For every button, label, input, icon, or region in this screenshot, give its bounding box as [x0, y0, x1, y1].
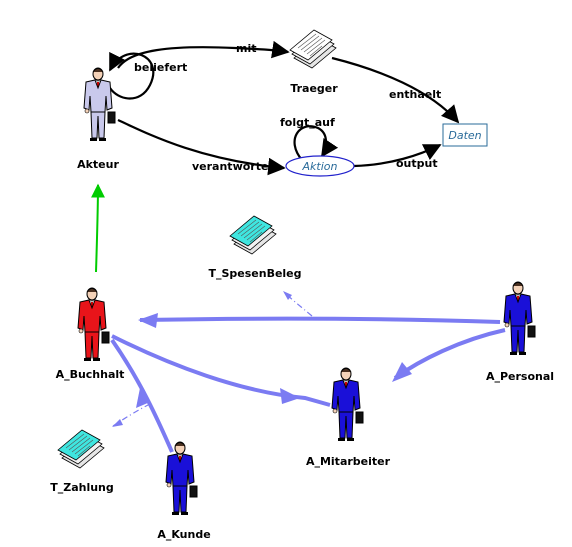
a-mitarbeiter-label: A_Mitarbeiter	[306, 455, 391, 468]
aktion-node-shape[interactable]	[285, 155, 355, 177]
flow-personal-buchhalt-arrowhead	[138, 313, 158, 328]
a-personal-node-icon[interactable]	[503, 281, 536, 356]
a-buchhalt-node-icon[interactable]	[77, 287, 110, 362]
meta-model	[83, 29, 488, 177]
a-kunde-node-icon[interactable]	[165, 441, 198, 516]
a-kunde-label: A_Kunde	[157, 528, 210, 541]
verantwortet-label: verantwortet	[192, 160, 274, 173]
folgt-auf-label: folgt_auf	[280, 116, 335, 129]
flow-buchhalt-mitarbeiter-arrowhead	[280, 388, 300, 404]
t-spesenbeleg-node-icon[interactable]	[229, 215, 277, 255]
enthaelt-label: enthaelt	[389, 88, 441, 101]
edge-instance-of	[90, 183, 105, 273]
t-spesenbeleg-label: T_SpesenBeleg	[208, 267, 301, 280]
a-mitarbeiter-node-icon[interactable]	[331, 367, 364, 442]
mit-label: mit	[236, 42, 257, 55]
daten-label: Daten	[448, 129, 481, 142]
a-personal-label: A_Personal	[486, 370, 554, 383]
edge-enthaelt	[331, 56, 460, 124]
flow-personal-mitarbeiter-arrowhead	[392, 362, 412, 382]
dashed-zahlung-arrowhead	[112, 419, 123, 427]
flow-personal-buchhalt	[139, 316, 501, 324]
dashed-spesenbeleg-link	[283, 291, 313, 317]
flow-kunde-buchhalt-arrowhead	[136, 388, 150, 408]
akteur-label: Akteur	[77, 158, 119, 171]
t-zahlung-node-icon[interactable]	[57, 429, 105, 469]
output-label: output	[396, 157, 438, 170]
akteur-node-icon[interactable]	[83, 67, 116, 142]
dashed-spesenbeleg-arrowhead	[283, 291, 292, 300]
daten-node-shape[interactable]	[442, 123, 488, 147]
edge-mit	[117, 40, 290, 69]
traeger-node-icon[interactable]	[289, 29, 337, 69]
edge-beliefert	[109, 51, 155, 100]
a-buchhalt-label: A_Buchhalt	[56, 368, 125, 381]
instance-model	[57, 183, 536, 516]
labels: Akteur Traeger Aktion Daten beliefert mi…	[50, 42, 554, 541]
edge-folgt-auf	[293, 125, 339, 161]
t-zahlung-label: T_Zahlung	[50, 481, 114, 494]
edge-verantwortet	[117, 119, 286, 176]
traeger-label: Traeger	[290, 82, 338, 95]
edge-output	[353, 144, 442, 168]
beliefert-label: beliefert	[134, 61, 187, 74]
aktion-label: Aktion	[302, 160, 338, 173]
